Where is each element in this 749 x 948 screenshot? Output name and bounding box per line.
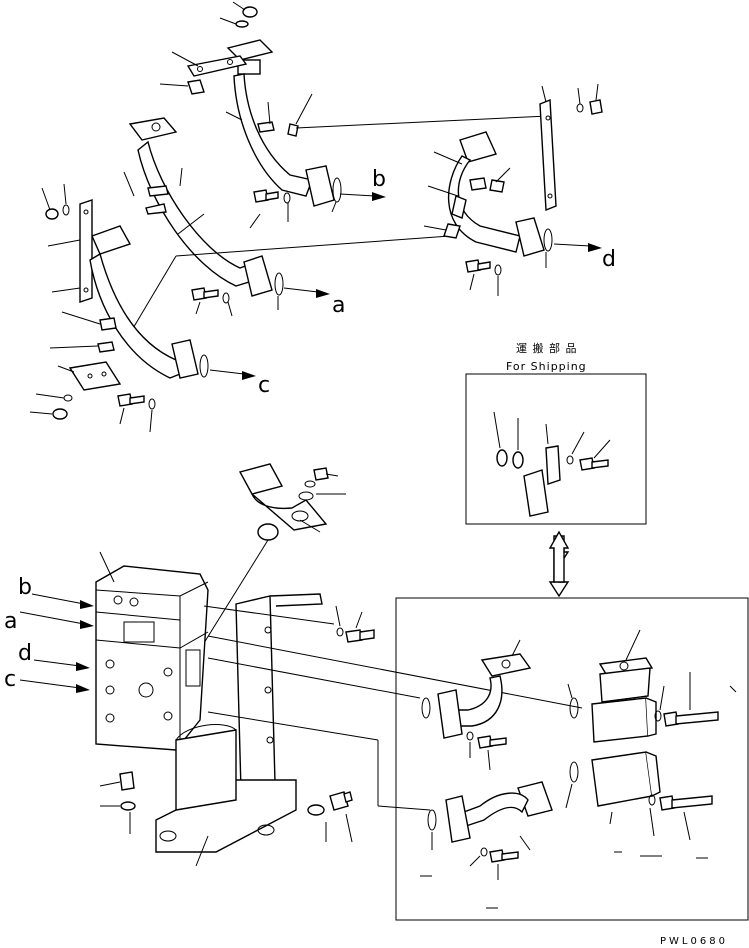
arrow-label-c-lower: c [4,667,16,692]
arrow-label-c: c [258,373,270,398]
arrow-label-a-lower: a [4,609,17,634]
exploded-detail-box [395,597,749,921]
arrow-label-d: d [602,247,616,272]
shipping-parts-box: 運 搬 部 品 For Shipping [465,341,647,598]
arrow-label-a: a [332,293,345,318]
arrow-label-b-lower: b [18,575,32,600]
shipping-title-jp: 運 搬 部 品 [516,341,578,355]
lower-valve-assembly: b a d c [4,463,583,867]
top-pipe-assembly: b a [29,1,616,433]
shipping-title-en: For Shipping [506,360,587,373]
arrow-label-b: b [372,167,386,192]
arrow-label-d-lower: d [18,641,32,666]
drawing-code: PWL0680 [660,936,728,947]
